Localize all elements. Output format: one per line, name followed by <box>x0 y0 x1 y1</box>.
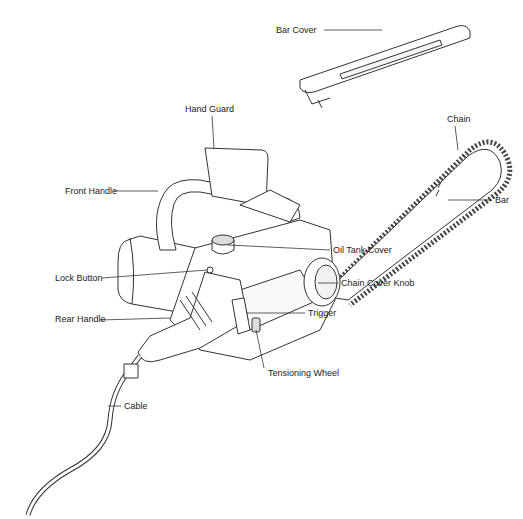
part-label: Chain Cover Knob <box>341 278 415 289</box>
leader-line <box>448 200 492 201</box>
knob-face <box>315 265 337 299</box>
leader-line <box>324 30 382 31</box>
bar-slot <box>436 182 441 196</box>
rear-handle <box>138 272 248 362</box>
cable-plug <box>124 364 138 378</box>
bar-cover-slot <box>340 40 442 79</box>
leader-line <box>102 270 207 278</box>
part-label: Hand Guard <box>185 104 234 115</box>
part-label: Cable <box>124 401 148 412</box>
leader-line <box>212 116 214 148</box>
handle-grip <box>180 292 212 330</box>
part-label: Oil Tank Cover <box>333 245 392 256</box>
part-label: Bar Cover <box>276 25 317 36</box>
leader-line <box>114 191 158 192</box>
part-label: Tensioning Wheel <box>268 368 339 379</box>
part-label: Lock Button <box>55 273 103 284</box>
guide-bar <box>322 149 501 300</box>
part-label: Front Handle <box>65 186 117 197</box>
part-label: Bar <box>495 195 509 206</box>
bar-cover <box>300 26 470 93</box>
lock-button <box>207 267 213 273</box>
leader-lines <box>100 30 492 406</box>
leader-line <box>455 126 458 150</box>
leader-line <box>108 406 121 407</box>
leader-line <box>318 283 338 284</box>
part-label: Rear Handle <box>55 314 106 325</box>
leader-line <box>246 313 305 314</box>
leader-line <box>100 318 170 320</box>
power-cable-core <box>28 356 140 515</box>
chain <box>318 142 510 305</box>
oil-cap-top <box>212 235 234 245</box>
part-label: Chain <box>447 114 471 125</box>
trigger <box>232 298 250 334</box>
leader-line <box>228 245 330 250</box>
part-label: Trigger <box>308 308 336 319</box>
chain-cover-knob <box>304 258 340 306</box>
leader-line <box>256 330 264 368</box>
guard-mount <box>240 190 300 222</box>
bar-cover-clip <box>305 90 330 108</box>
tensioning-wheel <box>252 318 260 332</box>
housing-seam <box>130 238 134 304</box>
power-cable <box>28 356 140 515</box>
